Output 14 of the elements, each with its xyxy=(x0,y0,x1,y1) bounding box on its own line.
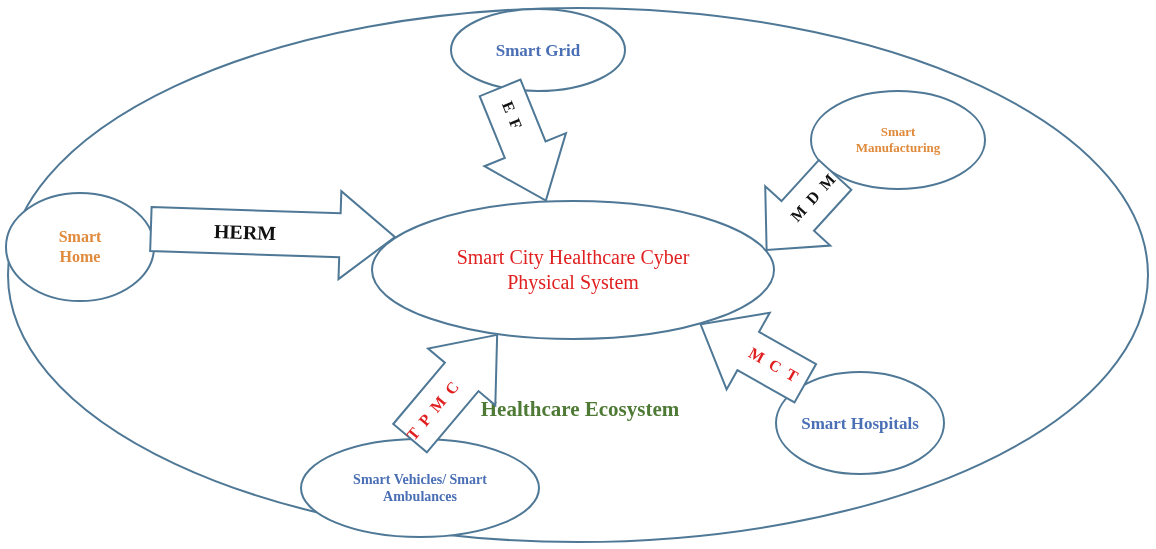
node-label: Smart Manufacturing xyxy=(854,123,942,156)
node-label: Smart Home xyxy=(57,227,103,267)
edge-label: EF xyxy=(497,98,529,140)
node-label: Smart Grid xyxy=(494,39,582,61)
block-arrow xyxy=(764,158,853,252)
block-arrow xyxy=(478,78,568,203)
block-arrow xyxy=(699,311,818,404)
ecosystem-label: Healthcare Ecosystem xyxy=(479,396,681,423)
node-label: Smart City Healthcare Cyber Physical System xyxy=(455,245,691,295)
node-label: Smart Vehicles/ Smart Ambulances xyxy=(352,470,488,506)
block-arrow xyxy=(391,333,499,454)
node-label: Smart Hospitals xyxy=(800,412,920,434)
block-arrow xyxy=(149,189,397,282)
edge-label: HERM xyxy=(214,219,277,245)
